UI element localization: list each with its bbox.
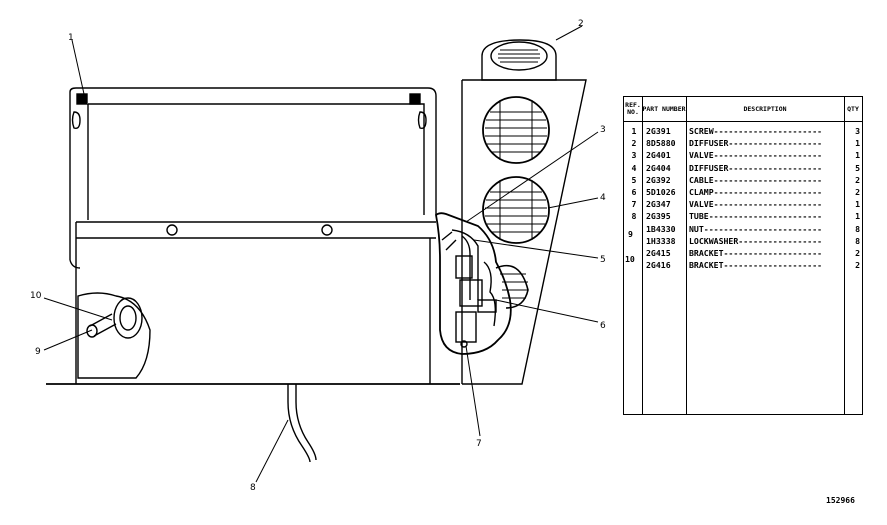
cell-desc: CABLE---------------------- (689, 174, 823, 185)
callout-9: 9 (35, 347, 41, 357)
table-row: 4 2G404 DIFFUSER------------------- 5 (624, 162, 862, 174)
table-row: 1B4330 NUT------------------------ 8 (624, 223, 862, 235)
cell-part: 2G347 (646, 199, 671, 210)
callout-2: 2 (578, 19, 584, 29)
group-ref-10: 10 (625, 254, 635, 264)
leader-9 (43, 329, 93, 351)
round-diffuser-2 (482, 176, 550, 244)
cell-ref: 6 (631, 187, 637, 197)
cell-desc: BRACKET-------------------- (689, 260, 823, 271)
upper-frame (69, 87, 437, 269)
header-description: DESCRIPTION (743, 104, 787, 113)
callout-8: 8 (250, 483, 256, 493)
table-row: 2 8D5880 DIFFUSER------------------- 1 (624, 137, 862, 149)
table-row: 8 2G395 TUBE----------------------- 1 (624, 210, 862, 222)
cell-desc: VALVE---------------------- (689, 150, 823, 161)
cell-part: 5D1026 (646, 187, 676, 197)
cell-desc: DIFFUSER------------------- (689, 138, 823, 149)
cell-qty: 2 (855, 248, 860, 258)
callout-6: 6 (600, 321, 606, 331)
valve-assembly (435, 212, 512, 355)
table-row: 2G416 BRACKET-------------------- 2 (624, 259, 862, 271)
leader-1 (71, 39, 85, 95)
leader-7 (465, 345, 481, 437)
bracket-assembly (77, 292, 151, 379)
leader-lines (43, 25, 599, 483)
callout-3: 3 (600, 125, 606, 135)
round-diffuser-1 (482, 96, 550, 164)
header-qty: QTY (847, 104, 859, 113)
cell-qty: 5 (855, 162, 860, 173)
callout-7: 7 (476, 439, 482, 449)
leader-3 (465, 131, 599, 223)
cell-qty: 1 (855, 138, 860, 149)
cell-desc: TUBE----------------------- (689, 211, 823, 222)
drawing-number: 152966 (826, 496, 855, 505)
callout-numbers: 1 2 3 4 5 6 7 8 9 10 (30, 19, 606, 493)
cell-ref: 8 (631, 211, 637, 222)
cell-desc: VALVE---------------------- (689, 199, 823, 210)
cell-ref: 5 (631, 174, 637, 185)
cell-ref: 7 (631, 199, 637, 210)
cell-part: 1B4330 (646, 223, 676, 234)
header-part-number: PART NUMBER (642, 104, 686, 113)
cell-desc: DIFFUSER------------------- (689, 162, 823, 173)
cell-qty: 8 (855, 235, 860, 246)
screw-top-right (409, 93, 421, 105)
cell-qty: 2 (855, 187, 860, 197)
cell-ref: 1 (631, 126, 637, 136)
cell-ref: 4 (631, 162, 637, 173)
cell-part: 2G395 (646, 211, 671, 222)
cell-qty: 1 (855, 199, 860, 210)
cell-part: 2G392 (646, 174, 671, 185)
cell-qty: 1 (855, 211, 860, 222)
cell-desc: CLAMP---------------------- (689, 187, 823, 197)
cell-part: 2G401 (646, 150, 671, 161)
cell-part: 8D5880 (646, 138, 676, 149)
cell-desc: NUT------------------------ (689, 223, 823, 234)
tube (287, 384, 317, 463)
screw-top-left (76, 93, 88, 105)
cell-qty: 2 (855, 260, 860, 271)
table-header: REF. NO. PART NUMBER DESCRIPTION QTY (624, 97, 862, 122)
cell-part: 2G391 (646, 126, 671, 136)
callout-10: 10 (30, 291, 42, 301)
leader-6 (495, 299, 599, 323)
cell-qty: 8 (855, 223, 860, 234)
table-row: 1 2G391 SCREW---------------------- 3 (624, 125, 862, 137)
cell-desc: LOCKWASHER----------------- (689, 235, 823, 246)
cell-part: 2G415 (646, 248, 671, 258)
table-row: 2G415 BRACKET-------------------- 2 (624, 247, 862, 259)
cell-part: 2G404 (646, 162, 671, 173)
table-row: 1H3338 LOCKWASHER----------------- 8 (624, 235, 862, 247)
table-row: 6 5D1026 CLAMP---------------------- 2 (624, 186, 862, 198)
diffuser-panel (461, 39, 587, 385)
cell-qty: 3 (855, 126, 860, 136)
callout-1: 1 (68, 33, 74, 43)
cell-qty: 2 (855, 174, 860, 185)
cell-part: 2G416 (646, 260, 671, 271)
leader-2 (555, 25, 583, 41)
round-diffuser-3 (495, 264, 529, 309)
leader-5 (473, 239, 599, 259)
cell-desc: SCREW---------------------- (689, 126, 823, 136)
parts-list-table: REF. NO. PART NUMBER DESCRIPTION QTY 1 2G… (623, 96, 863, 415)
leader-10 (43, 297, 113, 321)
leader-8 (255, 419, 289, 483)
cell-desc: BRACKET-------------------- (689, 248, 823, 258)
leader-4 (547, 197, 599, 209)
main-housing (46, 221, 460, 385)
callout-5: 5 (600, 255, 606, 265)
table-row: 3 2G401 VALVE---------------------- 1 (624, 149, 862, 161)
callout-4: 4 (600, 193, 606, 203)
cell-qty: 1 (855, 150, 860, 161)
cell-part: 1H3338 (646, 235, 676, 246)
header-ref: REF. NO. (625, 101, 641, 116)
group-ref-9: 9 (628, 229, 633, 239)
cell-ref: 3 (631, 150, 637, 161)
table-row: 5 2G392 CABLE---------------------- 2 (624, 174, 862, 186)
table-row: 7 2G347 VALVE---------------------- 1 (624, 198, 862, 210)
cell-ref: 2 (631, 138, 637, 149)
